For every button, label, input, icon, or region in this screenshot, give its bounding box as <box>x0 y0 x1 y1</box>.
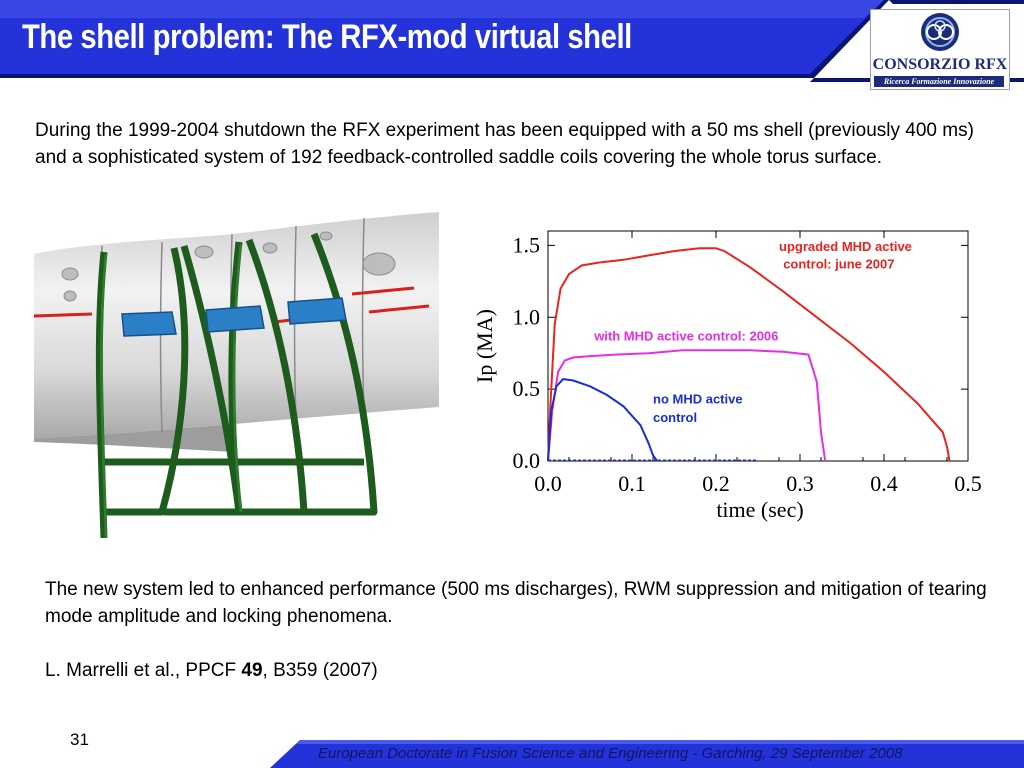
chart-annotation: no MHD active <box>653 392 743 407</box>
plasma-current-chart: 0.0 0.1 0.2 0.3 0.4 0.5 0.0 0.5 1.0 1.5 upgraded … <box>472 230 982 522</box>
citation-pages: , B359 (2007) <box>262 660 378 681</box>
x-tick-label: 0.4 <box>870 471 898 496</box>
logo-name: CONSORZIO RFX <box>872 56 1008 73</box>
series-line-2 <box>547 378 659 462</box>
citation-authors: L. Marrelli et al., PPCF <box>45 660 242 681</box>
chart-annotation: upgraded MHD active <box>779 239 912 254</box>
logo-tagline: Ricerca Formazione Innovazione <box>874 76 1004 87</box>
results-paragraph: The new system led to enhanced performan… <box>45 579 987 627</box>
series-line-0 <box>547 247 951 462</box>
chart-annotation: control <box>653 410 697 425</box>
saddle-coils-illustration <box>34 212 439 538</box>
y-tick-label: 1.5 <box>513 232 541 257</box>
x-tick-label: 0.5 <box>954 471 982 496</box>
y-axis-label: Ip (MA) <box>472 309 497 383</box>
chart-annotation: control: june 2007 <box>783 256 894 271</box>
intro-paragraph: During the 1999-2004 shutdown the RFX ex… <box>35 120 974 168</box>
x-tick-label: 0.2 <box>702 471 730 496</box>
consorzio-rfx-logo: CONSORZIO RFX Ricerca Formazione Innovaz… <box>870 9 1010 90</box>
x-tick-label: 0.1 <box>618 471 646 496</box>
page-number: 31 <box>70 730 89 749</box>
x-axis-label: time (sec) <box>716 497 803 522</box>
chart-ticks: 0.0 0.1 0.2 0.3 0.4 0.5 0.0 0.5 1.0 1.5 <box>513 231 982 496</box>
footer-text: European Doctorate in Fusion Science and… <box>318 745 903 762</box>
citation: L. Marrelli et al., PPCF 49, B359 (2007) <box>45 657 378 684</box>
chart-annotation: with MHD active control: 2006 <box>593 328 778 343</box>
plot-frame <box>547 230 969 462</box>
footer-band <box>270 740 1024 768</box>
citation-volume: 49 <box>241 660 263 681</box>
x-tick-label: 0.3 <box>786 471 814 496</box>
chart-annotations: upgraded MHD active control: june 2007 wit… <box>593 239 912 425</box>
x-tick-label: 0.0 <box>534 471 562 496</box>
y-tick-label: 0.0 <box>513 448 541 473</box>
y-tick-label: 0.5 <box>513 376 541 401</box>
rfx-emblem-icon <box>921 13 959 51</box>
series-line-1 <box>547 349 827 462</box>
chart-series <box>547 247 951 462</box>
header-band <box>0 0 1024 82</box>
y-tick-label: 1.0 <box>513 304 541 329</box>
slide-title: The shell problem: The RFX-mod virtual s… <box>22 18 632 56</box>
